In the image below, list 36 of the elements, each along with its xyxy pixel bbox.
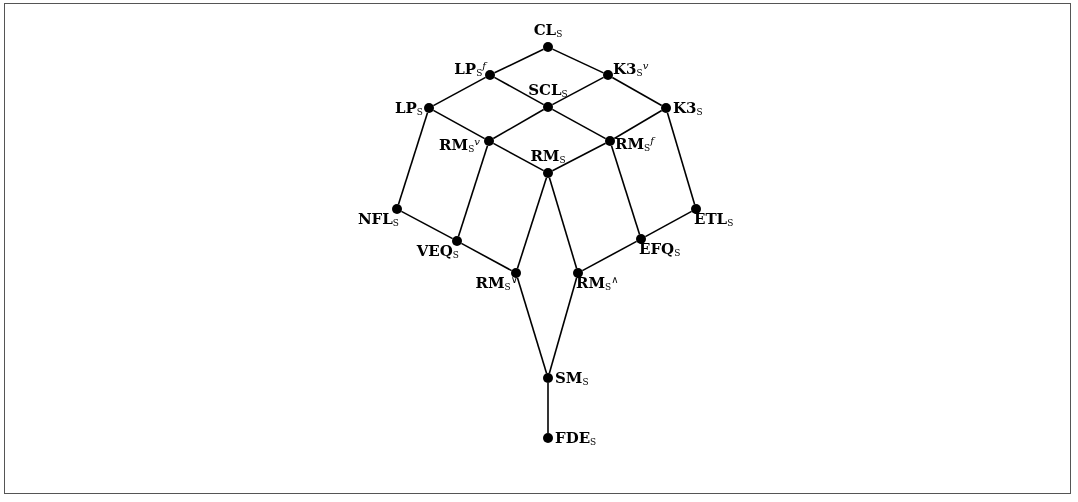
node-label: SM$_{S}$ [555, 370, 589, 386]
node-label: SCL$_{S}$ [528, 83, 568, 98]
lattice-line [432, 109, 486, 140]
lattice-line [492, 108, 545, 140]
node-label: CL$_{S}$ [533, 23, 563, 38]
lattice-line [547, 382, 549, 434]
node-label: RM$_{S}$ [530, 149, 566, 164]
lattice-line [551, 142, 607, 172]
lattice-line [516, 176, 548, 270]
lattice-line [493, 48, 545, 74]
lattice-line [644, 210, 693, 238]
lattice-line [460, 242, 513, 272]
lattice-line [613, 109, 663, 140]
lattice-line [611, 76, 663, 107]
lattice-line [432, 76, 487, 107]
node-label: K3$_{S}$ [673, 100, 703, 116]
lattice-line [397, 111, 429, 206]
lattice-line [516, 276, 548, 375]
lattice-line [400, 210, 454, 240]
lattice-line [610, 144, 641, 236]
lattice-line [551, 108, 607, 140]
node-label: FDE$_{S}$ [555, 430, 597, 446]
lattice-line [551, 76, 605, 106]
node-label: ETL$_{S}$ [694, 212, 734, 227]
lattice-line [551, 48, 605, 74]
lattice-line [457, 144, 489, 238]
lattice-line [548, 277, 578, 374]
node-label: VEQ$_{S}$ [416, 244, 459, 259]
lattice-line [666, 112, 696, 205]
node-label: EFQ$_{S}$ [639, 242, 681, 257]
node-label: NFL$_{S}$ [357, 212, 399, 227]
lattice-line [548, 177, 578, 269]
lattice-line [493, 76, 545, 106]
node-label: LP$_{S}$ [395, 100, 423, 116]
lattice-line [492, 142, 545, 172]
lattice-line [581, 240, 638, 272]
